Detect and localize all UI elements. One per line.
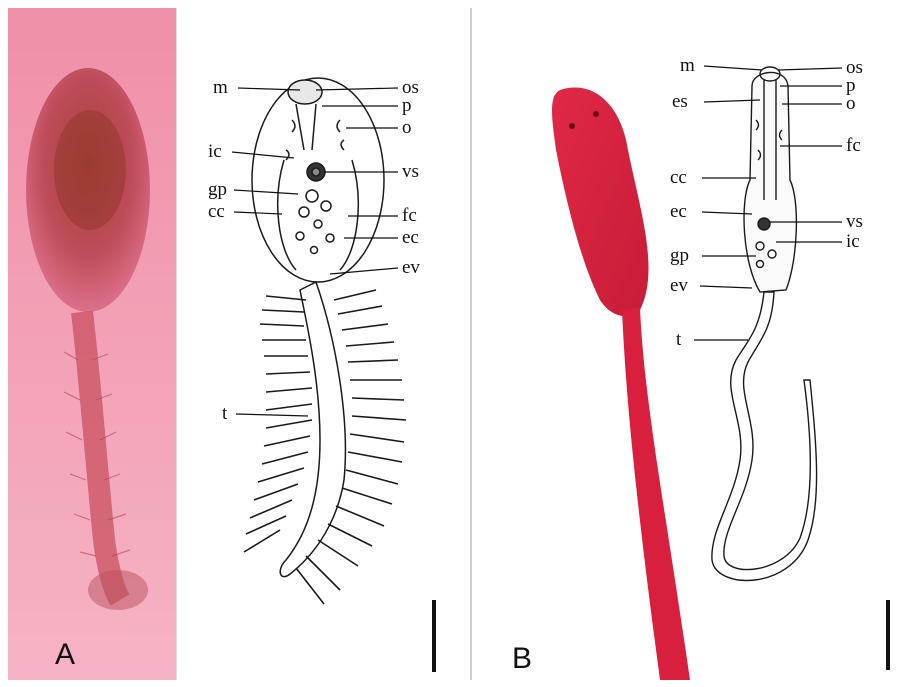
panel-letter-b: B (512, 644, 532, 674)
scale-bar-a (432, 600, 436, 672)
label-a-gp: gp (208, 180, 227, 199)
label-b-o: o (846, 94, 856, 113)
label-a-t: t (222, 404, 227, 423)
label-a-ev: ev (402, 258, 420, 277)
label-a-o: o (402, 118, 412, 137)
label-a-ic: ic (208, 142, 222, 161)
label-b-cc: cc (670, 168, 687, 187)
label-b-gp: gp (670, 246, 689, 265)
label-b-vs: vs (846, 212, 863, 231)
photo-b-body (552, 88, 648, 316)
label-b-ec: ec (670, 202, 687, 221)
drawing-b (712, 67, 817, 580)
photo-b-tail (622, 308, 690, 680)
label-b-fc: fc (846, 136, 861, 155)
label-a-fc: fc (402, 206, 417, 225)
label-b-m: m (680, 56, 695, 75)
label-b-t: t (676, 330, 681, 349)
label-b-ev: ev (670, 276, 688, 295)
panel-letter-a: A (55, 640, 75, 670)
label-b-ic: ic (846, 232, 860, 251)
label-b-es: es (672, 92, 688, 111)
label-a-m: m (213, 78, 228, 97)
label-a-vs: vs (402, 162, 419, 181)
label-a-p: p (402, 96, 412, 115)
label-a-ec: ec (402, 228, 419, 247)
label-a-cc: cc (208, 202, 225, 221)
scale-bar-b (886, 600, 890, 670)
